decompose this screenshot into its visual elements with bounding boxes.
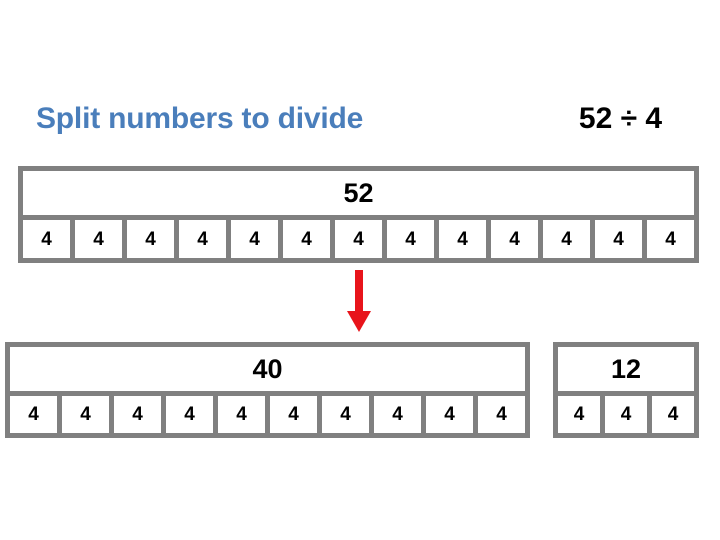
page-title: Split numbers to divide bbox=[36, 102, 364, 135]
unit-cell: 4 bbox=[426, 396, 473, 433]
unit-cell: 4 bbox=[114, 396, 161, 433]
unit-cell: 4 bbox=[270, 396, 317, 433]
unit-cell: 4 bbox=[62, 396, 109, 433]
unit-cell: 4 bbox=[166, 396, 213, 433]
unit-cell: 4 bbox=[605, 396, 647, 433]
unit-cell: 4 bbox=[10, 396, 57, 433]
division-expression: 52 ÷ 4 bbox=[578, 102, 663, 135]
unit-cell: 4 bbox=[283, 220, 330, 258]
bar-total-label-whole: 52 bbox=[23, 171, 694, 215]
unit-cell: 4 bbox=[491, 220, 538, 258]
unit-cell: 4 bbox=[127, 220, 174, 258]
unit-cell: 4 bbox=[179, 220, 226, 258]
unit-cell: 4 bbox=[543, 220, 590, 258]
unit-cell: 4 bbox=[478, 396, 525, 433]
arrow-down-icon bbox=[347, 270, 371, 332]
bar-total-label-forty: 40 bbox=[10, 347, 525, 391]
unit-cell: 4 bbox=[75, 220, 122, 258]
unit-cell: 4 bbox=[218, 396, 265, 433]
unit-cell: 4 bbox=[647, 220, 694, 258]
unit-cell: 4 bbox=[335, 220, 382, 258]
unit-cell: 4 bbox=[231, 220, 278, 258]
unit-cell: 4 bbox=[595, 220, 642, 258]
unit-cell: 4 bbox=[23, 220, 70, 258]
unit-cell: 4 bbox=[439, 220, 486, 258]
bar-total-label-twelve: 12 bbox=[558, 347, 694, 391]
split-arrow bbox=[342, 270, 376, 332]
unit-cell: 4 bbox=[558, 396, 600, 433]
unit-cell: 4 bbox=[322, 396, 369, 433]
unit-cell: 4 bbox=[387, 220, 434, 258]
unit-cell: 4 bbox=[652, 396, 694, 433]
unit-cell: 4 bbox=[374, 396, 421, 433]
